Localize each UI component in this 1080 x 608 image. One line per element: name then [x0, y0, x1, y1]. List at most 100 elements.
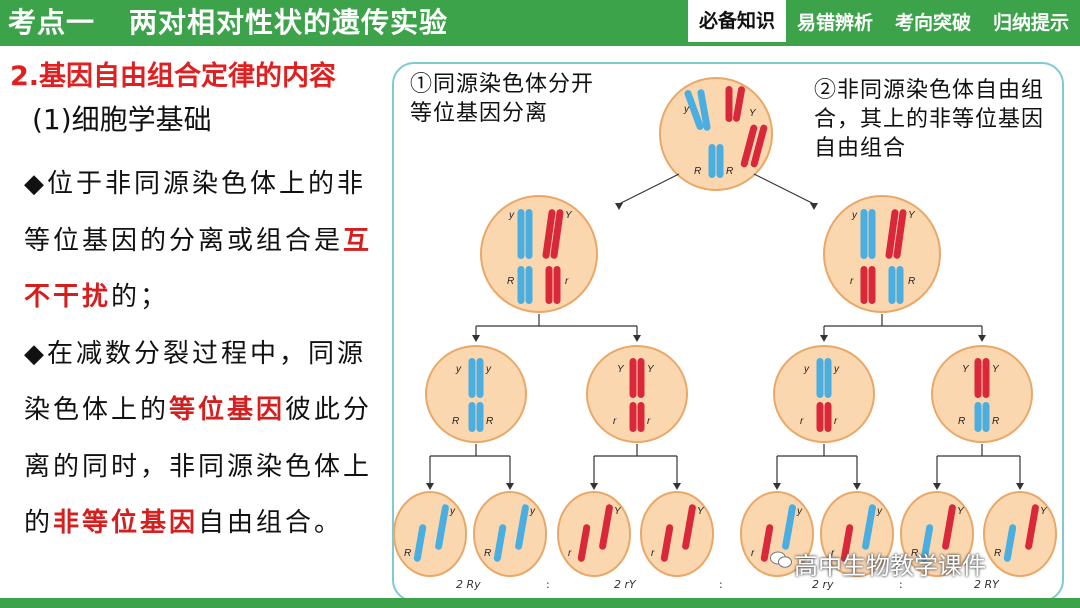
chromosome: [885, 209, 899, 259]
topic-title: 两对相对性状的遗传实验: [129, 6, 449, 39]
gene-label: R: [484, 548, 491, 559]
chromosome: [629, 358, 637, 398]
content-subheading: (1)细胞学基础: [32, 103, 212, 136]
gene-label: r: [565, 276, 569, 287]
chromosome: [545, 266, 553, 304]
cell: [640, 491, 714, 577]
chromosome: [468, 358, 476, 398]
chromosome: [974, 358, 982, 398]
gene-label: r: [751, 548, 755, 559]
gene-label: y: [876, 506, 883, 517]
arrow-head: [472, 335, 480, 342]
tab-essential-knowledge[interactable]: 必备知识: [687, 0, 786, 46]
ratio-colon: :: [546, 578, 550, 591]
gene-label: Y: [614, 506, 622, 517]
chromosome: [517, 266, 525, 304]
cell: [586, 345, 688, 443]
chromosome: [860, 266, 868, 304]
gene-label: r: [651, 548, 655, 559]
chromosome: [476, 358, 484, 398]
arrow-head: [933, 483, 941, 490]
arrow-head: [820, 335, 828, 342]
cell: [773, 345, 875, 443]
chromosome: [862, 504, 876, 550]
arrow-head: [1016, 483, 1024, 490]
chromosome: [684, 90, 704, 130]
chromosome: [982, 358, 990, 398]
gene-label: Y: [565, 210, 573, 221]
chromosome: [697, 89, 711, 131]
chromosome: [920, 524, 934, 562]
gene-label: y: [851, 210, 858, 221]
ratio-colon: :: [899, 578, 903, 591]
chromosome: [750, 124, 768, 168]
content-heading: 2.基因自由组合定律的内容: [10, 61, 337, 92]
chromosome: [637, 358, 645, 398]
tab-error-analysis[interactable]: 易错辨析: [796, 12, 873, 34]
gene-label: y: [485, 364, 492, 375]
gene-label: y: [449, 506, 456, 517]
chromosome: [740, 124, 758, 168]
note-independent-assortment: ②非同源染色体自由组合，其上的非等位基因自由组合: [814, 78, 1045, 161]
chromosome: [760, 524, 774, 562]
note-homologous-separation: ①同源染色体分开等位基因分离: [410, 72, 595, 126]
gene-label: Y: [749, 108, 757, 119]
tab-exam-focus[interactable]: 考向突破: [894, 12, 971, 34]
arrow-head: [853, 483, 861, 490]
arrow-line: [618, 173, 680, 205]
page-title: 考点一两对相对性状的遗传实验: [8, 4, 448, 42]
arrow-head: [978, 335, 986, 342]
tab-summary-tips[interactable]: 归纳提示: [992, 12, 1069, 34]
chromosome: [493, 524, 507, 562]
gene-label: r: [568, 548, 572, 559]
gamete-ratio-3: 2 ry: [812, 578, 834, 591]
chromosome: [577, 524, 591, 562]
chromosome: [525, 266, 533, 304]
chromosome: [476, 402, 484, 432]
gene-label: Y: [992, 364, 1000, 375]
arrow-head: [673, 483, 681, 490]
gene-label: Y: [647, 364, 655, 375]
header-bar: 考点一两对相对性状的遗传实验 必备知识 易错辨析 考向突破 归纳提示: [0, 0, 1080, 46]
gene-label: R: [911, 548, 918, 559]
gene-label: Y: [617, 364, 625, 375]
gene-label: y: [683, 104, 690, 115]
cell: [931, 345, 1033, 443]
chromosome: [888, 266, 896, 304]
chromosome: [942, 504, 956, 550]
wechat-icon: [770, 551, 792, 568]
gene-label: y: [833, 364, 840, 375]
gene-label: y: [455, 364, 462, 375]
gamete-ratio-1: 2 Ry: [456, 578, 481, 591]
gene-label: r: [850, 276, 854, 287]
chromosome: [660, 524, 674, 562]
gene-label: y: [508, 210, 515, 221]
gene-label: Y: [962, 364, 970, 375]
chromosome: [435, 504, 449, 550]
gene-label: R: [994, 548, 1001, 559]
arrow-head: [773, 483, 781, 490]
arrow-line: [753, 173, 815, 205]
footer-bar: [0, 598, 1080, 608]
watermark: 高中生物教学课件: [794, 552, 986, 580]
chromosome: [542, 209, 556, 259]
chromosome: [599, 504, 613, 550]
arrow-head: [590, 483, 598, 490]
gene-label: R: [726, 166, 733, 177]
gene-label: R: [992, 416, 999, 427]
arrow-head: [633, 335, 641, 342]
chromosome: [732, 86, 746, 122]
diamond-bullet-icon: ◆: [24, 169, 47, 199]
gamete-ratio-2: 2 rY: [614, 578, 636, 591]
gene-label: R: [694, 166, 701, 177]
gene-label: R: [958, 416, 965, 427]
chromosome: [896, 266, 904, 304]
arrow-head: [615, 203, 623, 210]
cell: [983, 491, 1057, 577]
chromosome: [816, 358, 824, 398]
cell: [473, 491, 547, 577]
chromosome: [682, 504, 696, 550]
chromosome: [782, 504, 796, 550]
gene-label: R: [452, 416, 459, 427]
